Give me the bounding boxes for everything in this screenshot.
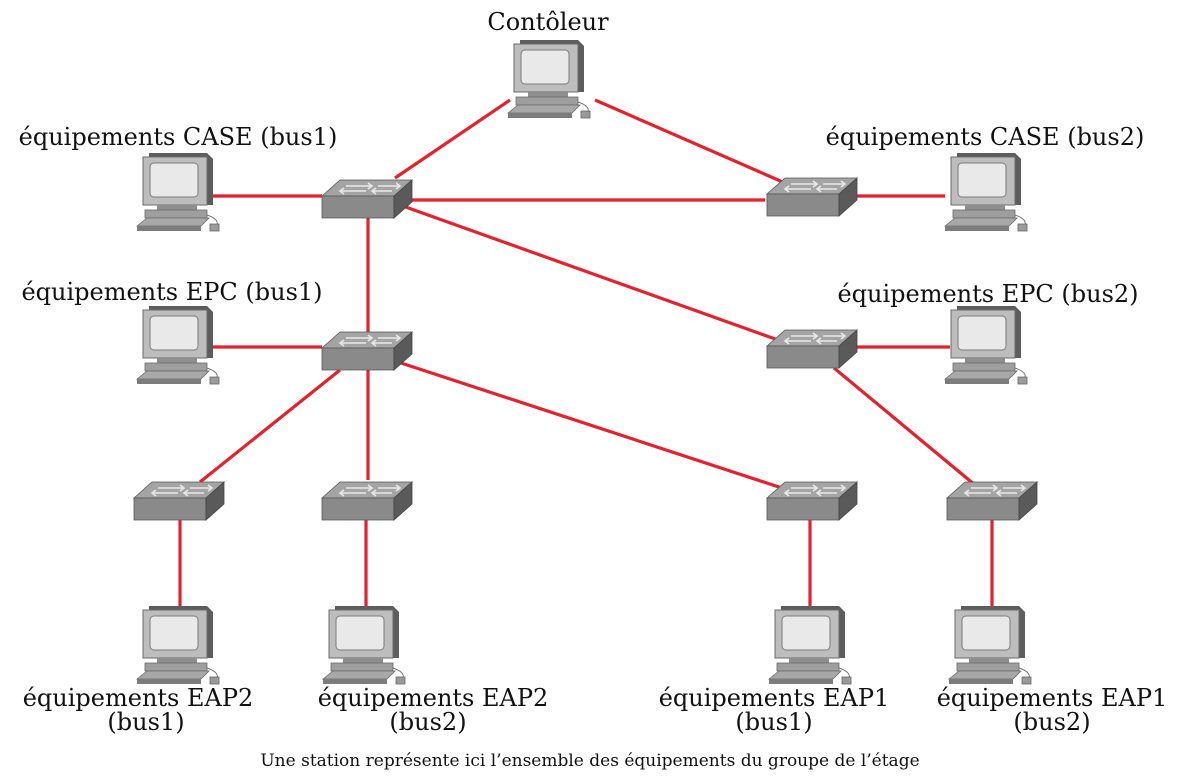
links: [178, 98, 994, 618]
label-case-bus2: équipements CASE (bus2): [826, 123, 1145, 151]
switch-icon: [321, 331, 413, 371]
label-eap1-bus2-line2: (bus2): [1013, 708, 1090, 736]
label-case-bus1: équipements CASE (bus1): [19, 123, 338, 151]
switch-icon: [766, 177, 858, 217]
label-eap2-bus2-line2: (bus2): [389, 708, 466, 736]
link-controleur-switch2: [594, 98, 786, 185]
switch-icon: [766, 481, 858, 521]
label-eap1-bus2-line1: équipements EAP1: [937, 684, 1168, 712]
link-switch3-switch5: [199, 368, 341, 484]
switch-icon: [321, 179, 413, 219]
computer-icon: [948, 605, 1032, 685]
link-controleur-switch1: [394, 98, 511, 180]
computer-icon: [944, 152, 1028, 232]
switch-icon: [321, 481, 413, 521]
label-eap2-bus1-line1: équipements EAP2: [23, 684, 254, 712]
label-eap1-bus1-line2: (bus1): [735, 708, 812, 736]
label-controleur: Contôleur: [487, 8, 609, 36]
diagram-caption: Une station représente ici l’ensemble de…: [260, 751, 919, 771]
computer-icon: [944, 305, 1028, 385]
label-eap2-bus1-line2: (bus1): [107, 708, 184, 736]
switches: [133, 177, 1038, 521]
label-epc-bus2: équipements EPC (bus2): [837, 280, 1138, 308]
labels: Contôleur équipements CASE (bus1) équipe…: [19, 8, 1168, 771]
computer-icon: [507, 39, 591, 119]
link-switch1-switch4: [399, 203, 779, 342]
computer-icon: [136, 605, 220, 685]
label-epc-bus1: équipements EPC (bus1): [21, 278, 322, 306]
label-eap1-bus1-line1: équipements EAP1: [659, 684, 890, 712]
computer-icon: [768, 605, 852, 685]
link-switch4-switch8: [832, 366, 977, 487]
link-switch3-switch7: [397, 360, 783, 490]
computer-icon: [322, 605, 406, 685]
switch-icon: [133, 481, 225, 521]
computer-icon: [136, 152, 220, 232]
switch-icon: [946, 481, 1038, 521]
switch-icon: [766, 329, 858, 369]
computer-icon: [136, 305, 220, 385]
label-eap2-bus2-line1: équipements EAP2: [318, 684, 549, 712]
